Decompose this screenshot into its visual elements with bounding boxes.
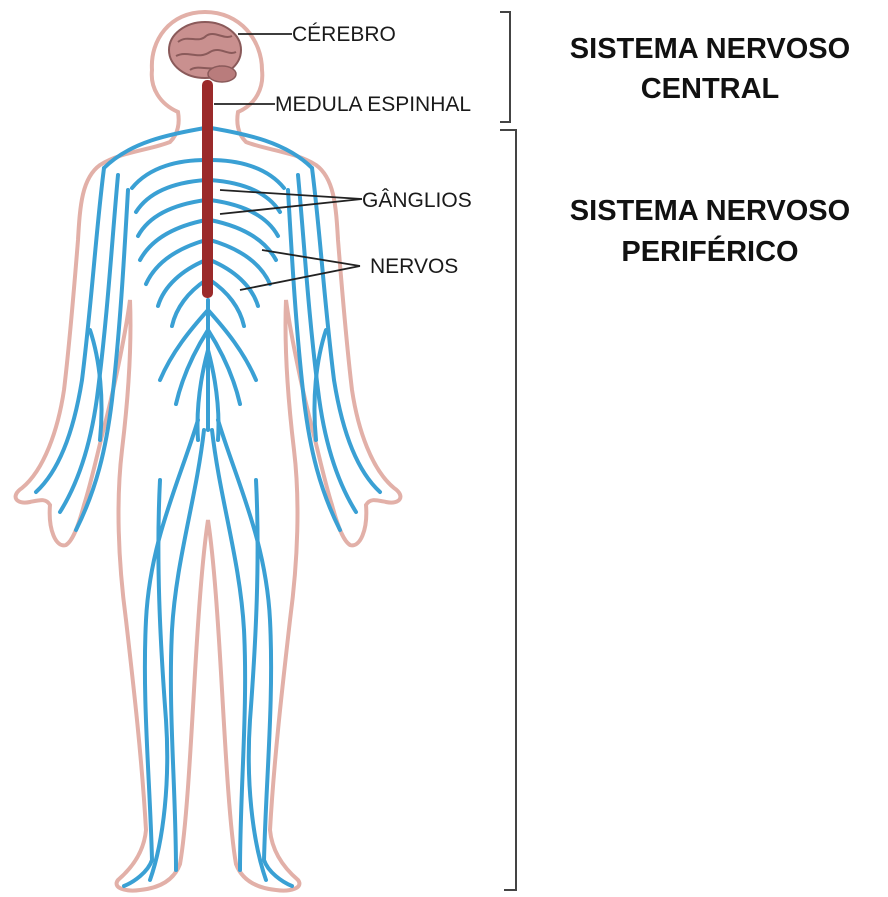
bracket-peripheral (500, 130, 516, 890)
bracket-central (500, 12, 510, 122)
cerebellum-shape (208, 66, 236, 82)
spinal-cord (202, 80, 213, 298)
title-peripheral-line2: PERIFÉRICO (621, 234, 798, 268)
title-central-line2: CENTRAL (641, 73, 780, 105)
label-spinal-cord: MEDULA ESPINHAL (275, 93, 471, 116)
brackets (500, 12, 516, 890)
label-ganglia: GÂNGLIOS (362, 189, 472, 212)
label-nerves: NERVOS (370, 255, 458, 278)
title-peripheral-line1: SISTEMA NERVOSO (570, 195, 850, 227)
title-central-line1: SISTEMA NERVOSO (570, 33, 850, 65)
label-brain: CÉREBRO (292, 23, 396, 46)
